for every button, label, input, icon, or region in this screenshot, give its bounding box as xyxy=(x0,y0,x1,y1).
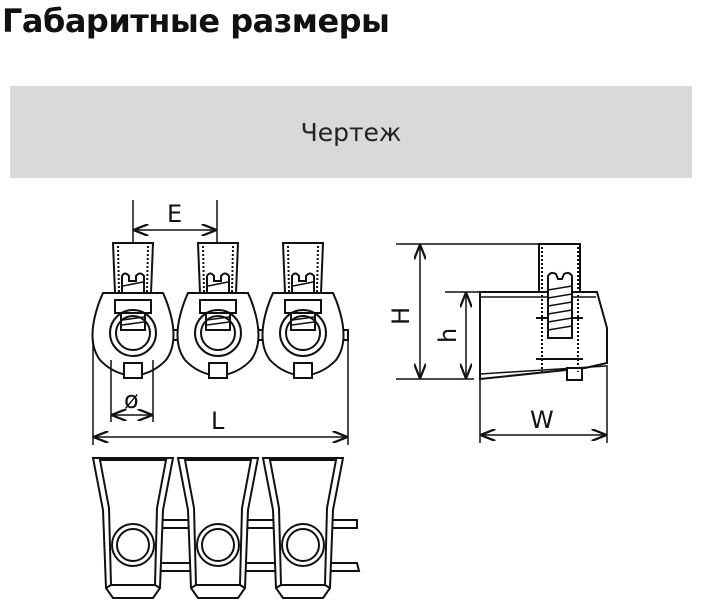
drawing-section-label: Чертеж xyxy=(300,117,402,147)
drawing-section-header: Чертеж xyxy=(10,86,692,178)
dimension-label-diameter: ø xyxy=(124,386,139,414)
terminal-front-2 xyxy=(176,242,260,379)
dimension-label-h-total: H xyxy=(387,307,415,325)
terminal-front-1 xyxy=(91,242,175,379)
dimension-label-h-body: h xyxy=(434,328,462,343)
page-title: Габаритные размеры xyxy=(2,2,390,40)
terminal-bottom-2 xyxy=(177,457,259,599)
dimension-label-e: E xyxy=(167,200,182,228)
terminal-front-3 xyxy=(261,242,345,379)
terminal-bottom-3 xyxy=(262,457,344,599)
bottom-view xyxy=(92,457,361,599)
dimension-label-l: L xyxy=(211,407,225,435)
dimension-label-w: W xyxy=(530,406,554,434)
terminal-bottom-1 xyxy=(92,457,174,599)
side-view xyxy=(396,243,608,443)
front-view xyxy=(91,200,349,445)
